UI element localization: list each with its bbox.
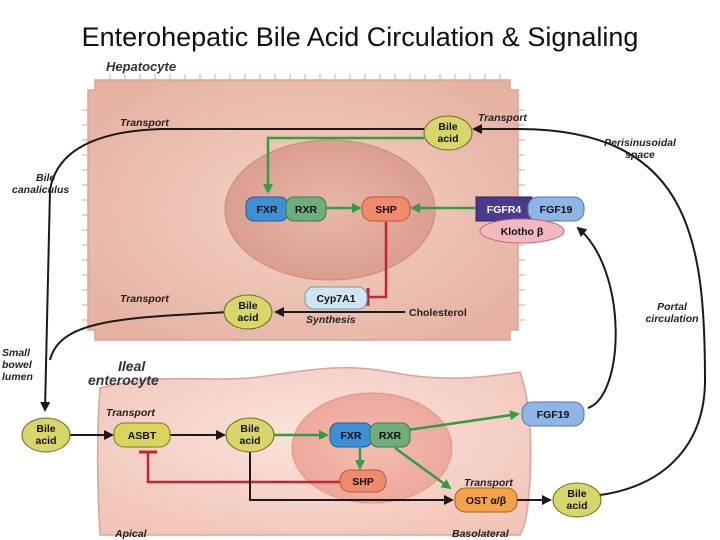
svg-text:SHP: SHP bbox=[375, 204, 397, 216]
enterocyte-cell bbox=[96, 367, 532, 536]
arrow-bile-to-canaliculus bbox=[40, 128, 424, 412]
svg-text:Cyp7A1: Cyp7A1 bbox=[316, 293, 355, 305]
fxr-rxr-hep: FXR RXR bbox=[245, 196, 327, 222]
svg-text:FXR: FXR bbox=[257, 204, 278, 216]
label-synthesis: Synthesis bbox=[306, 314, 356, 326]
bile-acid-hep-bottom: Bile acid bbox=[223, 294, 273, 330]
svg-text:RXR: RXR bbox=[295, 204, 318, 216]
label-cholesterol: Cholesterol bbox=[409, 307, 467, 319]
svg-text:Klotho β: Klotho β bbox=[501, 226, 544, 238]
fxr-rxr-ileal: FXR RXR bbox=[329, 422, 411, 448]
cyp7a1: Cyp7A1 bbox=[304, 286, 368, 310]
ost-alpha-beta: OST α/β bbox=[454, 487, 518, 513]
fgfr4-complex: FGFR4 FGF19 Klotho β bbox=[475, 196, 585, 244]
arrow-bile-to-fxr-hep bbox=[263, 136, 424, 194]
svg-text:acid: acid bbox=[437, 133, 458, 145]
asbt: ASBT bbox=[113, 422, 171, 448]
svg-text:Bile: Bile bbox=[438, 121, 457, 133]
enterocyte-label-line2: enterocyte bbox=[88, 372, 159, 388]
bile-acid-ileal: Bile acid bbox=[225, 417, 275, 453]
label-bile-canaliculus-1: Bile bbox=[36, 172, 55, 184]
arrow-bile-to-ost bbox=[249, 450, 454, 505]
bile-acid-lumen: Bile acid bbox=[21, 417, 71, 453]
label-bile-canaliculus-2: canaliculus bbox=[12, 184, 69, 196]
arrow-fgf19-to-klotho bbox=[576, 226, 617, 409]
label-perisinusoidal-1: Perisinusoidal bbox=[604, 137, 677, 149]
svg-text:acid: acid bbox=[237, 312, 258, 324]
label-small-bowel-3: lumen bbox=[2, 371, 33, 383]
svg-text:FXR: FXR bbox=[341, 430, 362, 442]
svg-text:OST α/β: OST α/β bbox=[466, 495, 507, 507]
enterocyte-label-line1: Ileal bbox=[118, 358, 146, 374]
svg-text:Bile: Bile bbox=[567, 488, 586, 500]
label-basolateral: Basolateral bbox=[452, 528, 510, 540]
label-small-bowel-1: Small bbox=[2, 347, 31, 359]
arrow-shp-inhibits-asbt bbox=[146, 452, 340, 484]
svg-text:RXR: RXR bbox=[379, 430, 402, 442]
arrow-rxr-to-fgf19 bbox=[407, 410, 520, 432]
svg-text:acid: acid bbox=[239, 435, 260, 447]
shp-ileal: SHP bbox=[339, 469, 387, 493]
bile-acid-out: Bile acid bbox=[552, 482, 602, 518]
label-perisinusoidal-2: space bbox=[625, 149, 655, 161]
hepatocyte-label: Hepatocyte bbox=[106, 59, 176, 74]
label-transport-ileal-left: Transport bbox=[106, 407, 155, 419]
label-transport-hep-left-bottom: Transport bbox=[120, 293, 169, 305]
arrow-portal-to-hepatocyte bbox=[472, 124, 707, 496]
label-transport-ileal-right: Transport bbox=[464, 477, 513, 489]
svg-text:acid: acid bbox=[35, 435, 56, 447]
svg-text:Bile: Bile bbox=[238, 300, 257, 312]
shp-hep: SHP bbox=[361, 196, 411, 222]
svg-text:FGFR4: FGFR4 bbox=[487, 204, 522, 216]
label-small-bowel-2: bowel bbox=[2, 359, 33, 371]
svg-text:Bile: Bile bbox=[240, 423, 259, 435]
label-portal-1: Portal bbox=[657, 301, 688, 313]
svg-text:FGF19: FGF19 bbox=[537, 409, 570, 421]
page-title: Enterohepatic Bile Acid Circulation & Si… bbox=[82, 22, 639, 52]
svg-text:FGF19: FGF19 bbox=[540, 204, 573, 216]
arrow-rxr-to-ost bbox=[394, 446, 452, 490]
arrow-shp-inhibits-cyp7a1 bbox=[368, 222, 388, 299]
label-transport-hep-right-top: Transport bbox=[478, 112, 527, 124]
svg-text:acid: acid bbox=[566, 500, 587, 512]
svg-text:Bile: Bile bbox=[36, 423, 55, 435]
fgf19-portal: FGF19 bbox=[521, 401, 585, 427]
arrow-synth-bile-to-lumen bbox=[49, 311, 229, 361]
svg-text:ASBT: ASBT bbox=[128, 430, 157, 442]
label-portal-2: circulation bbox=[645, 313, 698, 325]
svg-text:SHP: SHP bbox=[352, 476, 374, 488]
bile-acid-hep-top: Bile acid bbox=[423, 115, 473, 151]
label-transport-hep-left-top: Transport bbox=[120, 117, 169, 129]
label-apical: Apical bbox=[114, 528, 148, 540]
